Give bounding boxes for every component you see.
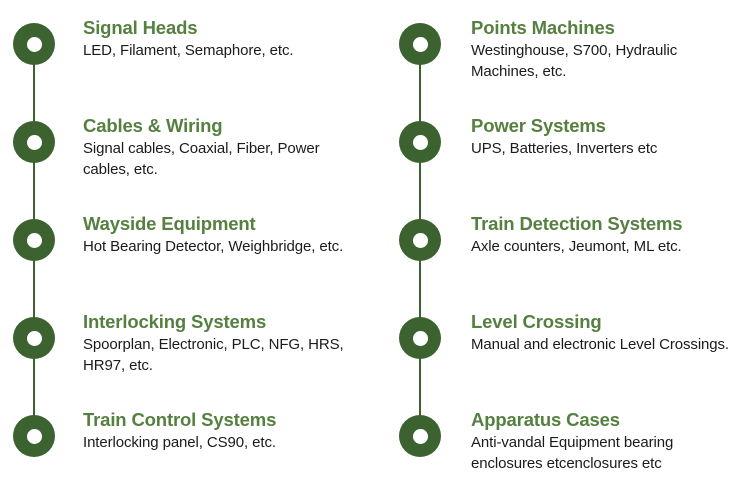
list-item[interactable]: Wayside Equipment Hot Bearing Detector, … [0, 196, 390, 294]
list-item-content: Level Crossing Manual and electronic Lev… [471, 310, 733, 355]
list-item[interactable]: Signal Heads LED, Filament, Semaphore, e… [0, 0, 390, 98]
ring-node-hole [26, 134, 42, 150]
ring-node-hole [412, 134, 428, 150]
list-item-title: Signal Heads [83, 17, 198, 38]
list-item-description: Manual and electronic Level Crossings. [471, 336, 730, 353]
list-item-description: Hot Bearing Detector, Weighbridge, etc. [83, 238, 344, 255]
ring-node-hole [412, 428, 428, 444]
list-item-content: Wayside Equipment Hot Bearing Detector, … [83, 212, 345, 257]
ring-node-hole [412, 330, 428, 346]
list-item-title: Train Detection Systems [471, 213, 683, 234]
ring-node-icon [399, 23, 441, 65]
ring-node-icon [13, 121, 55, 163]
list-item-content: Interlocking Systems Spoorplan, Electron… [83, 310, 345, 376]
list-item-description: Axle counters, Jeumont, ML etc. [471, 238, 682, 255]
list-item-title: Wayside Equipment [83, 213, 256, 234]
ring-node-icon [13, 23, 55, 65]
list-item-description: UPS, Batteries, Inverters etc [471, 140, 658, 157]
list-item-title: Points Machines [471, 17, 615, 38]
list-item[interactable]: Train Control Systems Interlocking panel… [0, 392, 390, 490]
list-item-title: Interlocking Systems [83, 311, 267, 332]
ring-node-hole [412, 36, 428, 52]
list-item[interactable]: Apparatus Cases Anti-vandal Equipment be… [390, 392, 741, 490]
list-item-description: Signal cables, Coaxial, Fiber, Power cab… [83, 140, 320, 178]
list-item[interactable]: Train Detection Systems Axle counters, J… [390, 196, 741, 294]
list-item-title: Power Systems [471, 115, 606, 136]
list-item-content: Train Detection Systems Axle counters, J… [471, 212, 733, 257]
list-item-title: Level Crossing [471, 311, 602, 332]
left-column: Signal Heads LED, Filament, Semaphore, e… [0, 0, 390, 457]
ring-node-icon [399, 121, 441, 163]
list-item-content: Signal Heads LED, Filament, Semaphore, e… [83, 16, 345, 61]
list-item[interactable]: Level Crossing Manual and electronic Lev… [390, 294, 741, 392]
list-item-title: Apparatus Cases [471, 409, 620, 430]
list-item-content: Cables & Wiring Signal cables, Coaxial, … [83, 114, 345, 180]
ring-node-hole [412, 232, 428, 248]
list-item[interactable]: Cables & Wiring Signal cables, Coaxial, … [0, 98, 390, 196]
list-item-content: Power Systems UPS, Batteries, Inverters … [471, 114, 733, 159]
ring-node-hole [26, 330, 42, 346]
list-item-description: LED, Filament, Semaphore, etc. [83, 42, 294, 59]
list-item[interactable]: Points Machines Westinghouse, S700, Hydr… [390, 0, 741, 98]
list-item-description: Westinghouse, S700, Hydraulic Machines, … [471, 42, 678, 80]
list-item-content: Train Control Systems Interlocking panel… [83, 408, 345, 453]
ring-node-icon [399, 219, 441, 261]
list-item[interactable]: Power Systems UPS, Batteries, Inverters … [390, 98, 741, 196]
list-item-description: Anti-vandal Equipment bearing enclosures… [471, 434, 674, 472]
list-item-title: Cables & Wiring [83, 115, 223, 136]
list-item-description: Spoorplan, Electronic, PLC, NFG, HRS, HR… [83, 336, 344, 374]
list-item-content: Points Machines Westinghouse, S700, Hydr… [471, 16, 733, 82]
right-column: Points Machines Westinghouse, S700, Hydr… [390, 0, 741, 486]
list-item-title: Train Control Systems [83, 409, 277, 430]
ring-node-icon [13, 415, 55, 457]
ring-node-icon [13, 317, 55, 359]
ring-node-hole [26, 36, 42, 52]
ring-node-icon [399, 415, 441, 457]
list-item-content: Apparatus Cases Anti-vandal Equipment be… [471, 408, 733, 474]
list-item[interactable]: Interlocking Systems Spoorplan, Electron… [0, 294, 390, 392]
list-item-description: Interlocking panel, CS90, etc. [83, 434, 276, 451]
ring-node-hole [26, 428, 42, 444]
ring-node-hole [26, 232, 42, 248]
ring-node-icon [399, 317, 441, 359]
ring-node-icon [13, 219, 55, 261]
